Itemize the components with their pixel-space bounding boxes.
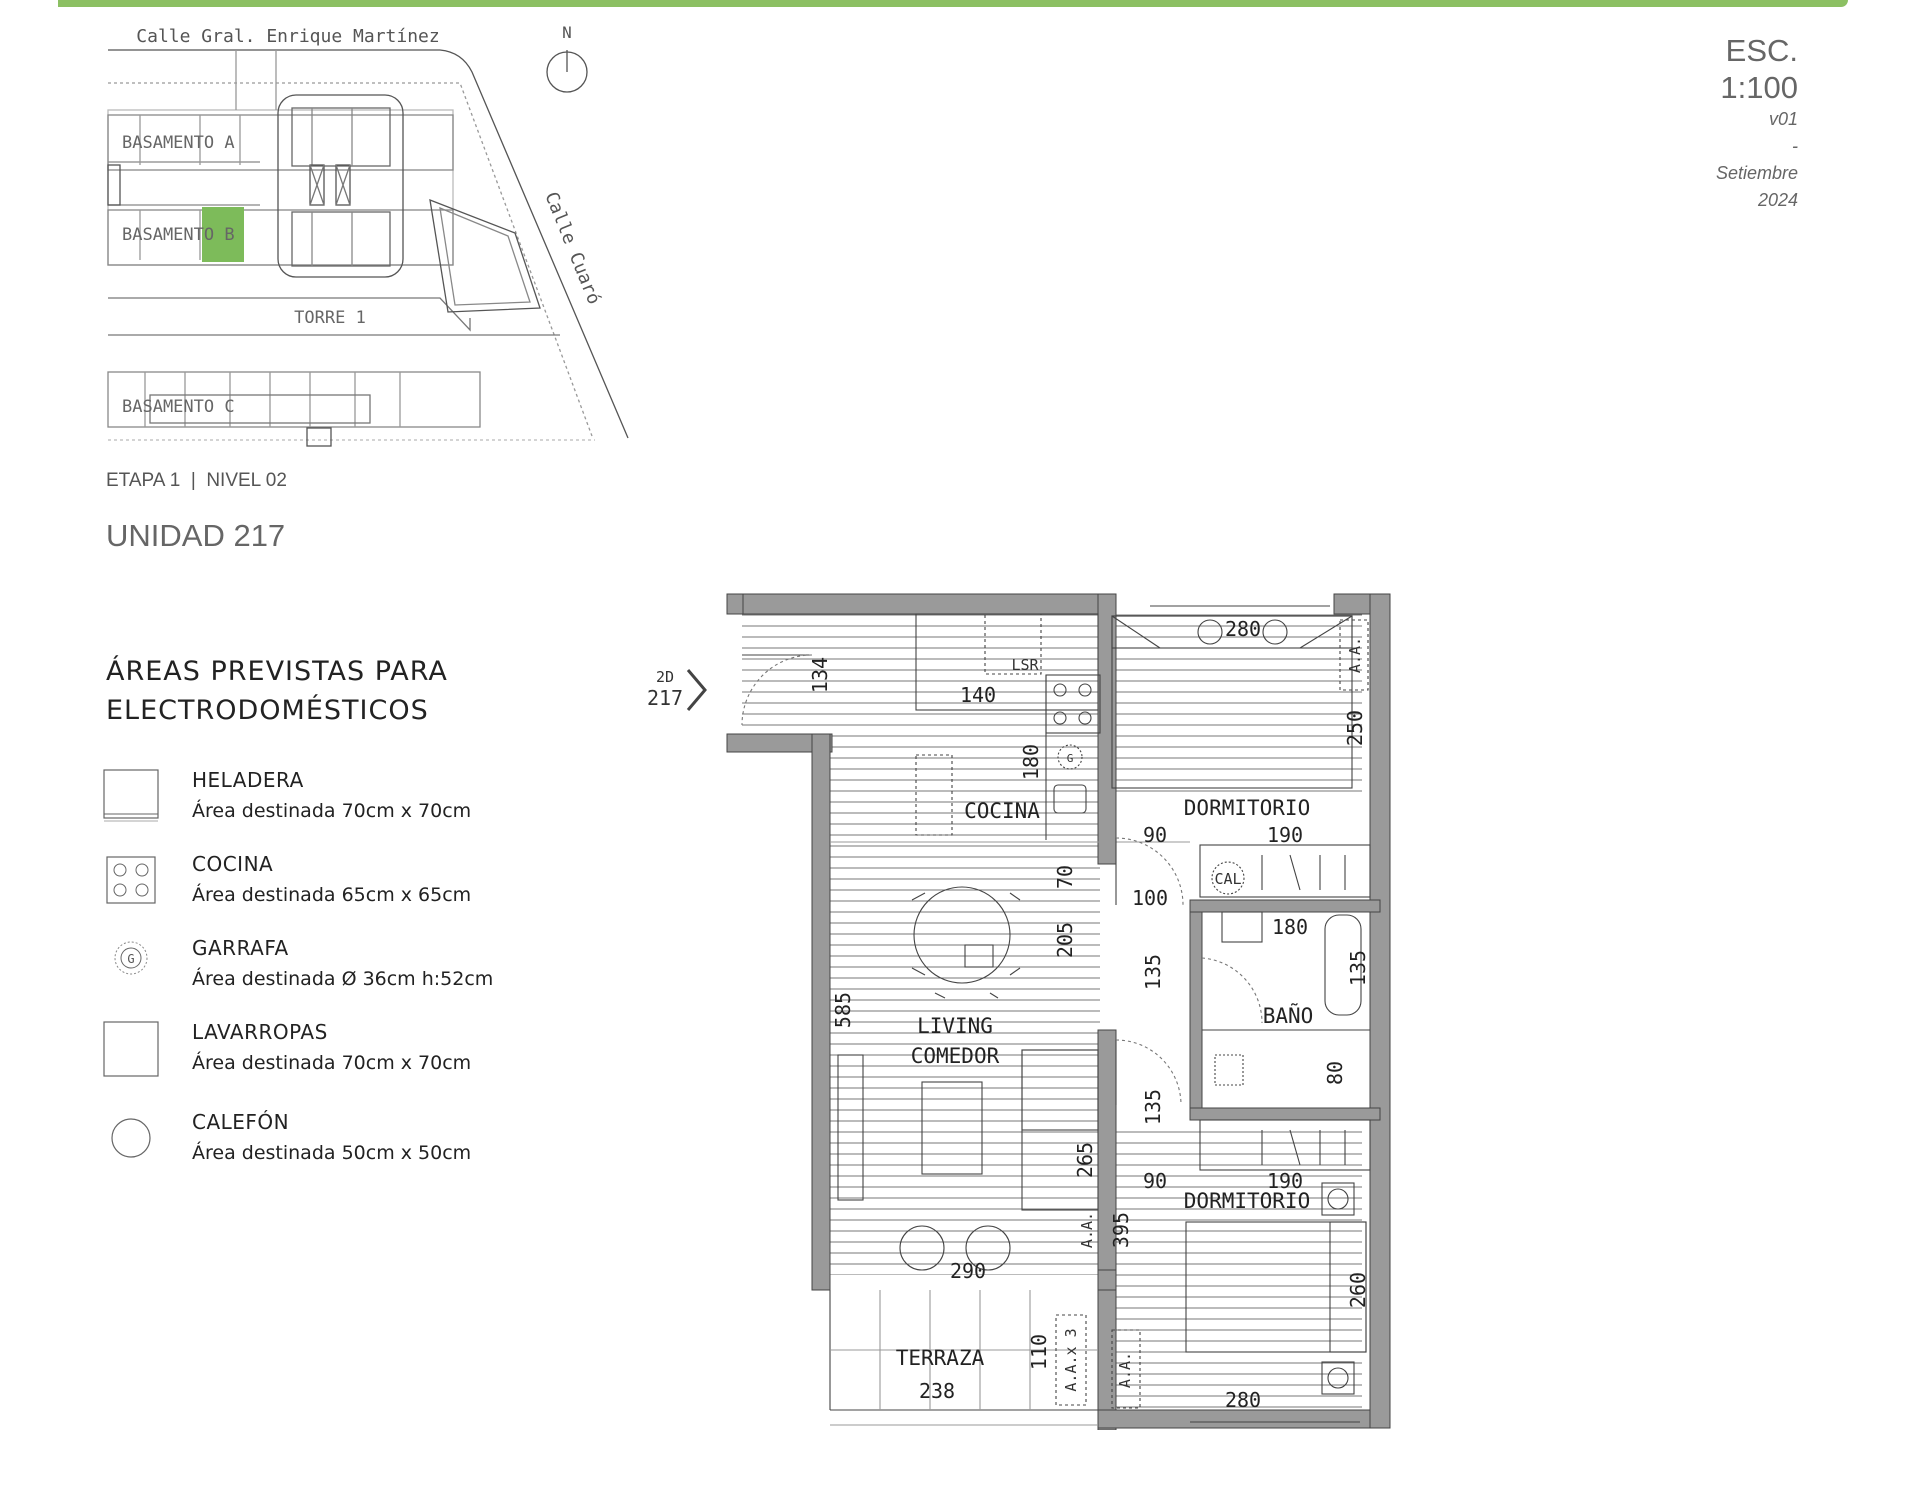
legend-item-washer: LAVARROPAS Área destinada 70cm x 70cm xyxy=(102,1020,562,1090)
fridge-icon xyxy=(103,769,159,822)
scale-value: 1:100 xyxy=(1720,70,1798,105)
dim-250: 250 xyxy=(1343,710,1367,746)
legend-desc: Área destinada 50cm x 50cm xyxy=(192,1142,472,1164)
legend-name: COCINA xyxy=(192,852,274,876)
north-label: N xyxy=(562,23,572,42)
legend-name: LAVARROPAS xyxy=(192,1020,328,1044)
aa-living: A.A. xyxy=(1078,1212,1096,1248)
dim-190-a: 190 xyxy=(1267,823,1303,847)
washer-icon xyxy=(103,1021,159,1077)
legend-item-stove: COCINA Área destinada 65cm x 65cm xyxy=(102,852,562,922)
legend-title-line-1: ÁREAS PREVISTAS PARA xyxy=(106,656,448,687)
unit-title: UNIDAD 217 xyxy=(106,518,286,553)
legend-desc: Área destinada Ø 36cm h:52cm xyxy=(192,968,494,990)
stove-icon xyxy=(106,856,156,904)
room-living: LIVING xyxy=(917,1014,993,1038)
aa-bedroom-2: A.A. xyxy=(1116,1352,1134,1388)
aa-bedroom-1: A.A. xyxy=(1346,637,1364,673)
dim-395: 395 xyxy=(1109,1212,1133,1248)
dim-80: 80 xyxy=(1323,1061,1347,1085)
legend-desc: Área destinada 70cm x 70cm xyxy=(192,800,472,822)
dim-90-b: 90 xyxy=(1143,1169,1167,1193)
street-2-label: Calle Cuaró xyxy=(540,189,604,307)
dim-110: 110 xyxy=(1027,1334,1051,1370)
room-bath: BAÑO xyxy=(1263,1002,1314,1028)
floor-plan: 2D 217 COCINA LIVING COMEDOR DORMITORIO … xyxy=(647,593,1391,1430)
legend-desc: Área destinada 70cm x 70cm xyxy=(192,1052,472,1074)
legend-name: HELADERA xyxy=(192,768,304,792)
room-bedroom-1: DORMITORIO xyxy=(1184,796,1310,820)
gas-label: G xyxy=(1067,752,1074,765)
dim-205: 205 xyxy=(1053,922,1077,958)
legend-item-fridge: HELADERA Área destinada 70cm x 70cm xyxy=(102,768,562,838)
dim-90-a: 90 xyxy=(1143,823,1167,847)
dim-100: 100 xyxy=(1132,886,1168,910)
version: v01 xyxy=(1768,109,1798,129)
separator: - xyxy=(1792,136,1798,156)
room-bedroom-2: DORMITORIO xyxy=(1184,1189,1310,1213)
dim-280-top: 280 xyxy=(1225,617,1261,641)
dim-180-bath: 180 xyxy=(1272,915,1308,939)
month: Setiembre xyxy=(1715,163,1798,183)
year: 2024 xyxy=(1757,190,1798,210)
entry-label-bottom: 217 xyxy=(647,686,683,710)
dim-134: 134 xyxy=(808,657,832,693)
legend-item-water-heater: CALEFÓN Área destinada 50cm x 50cm xyxy=(102,1110,562,1180)
dim-180-kitchen: 180 xyxy=(1019,744,1043,780)
dim-265: 265 xyxy=(1073,1142,1097,1178)
fixtures xyxy=(686,605,1371,1426)
dim-260: 260 xyxy=(1346,1272,1370,1308)
block-c-label: BASAMENTO C xyxy=(122,397,235,417)
aa-terrace: A.A.x 3 xyxy=(1062,1328,1080,1391)
scale-label: ESC. xyxy=(1725,33,1798,68)
dim-190-b: 190 xyxy=(1267,1169,1303,1193)
unit-highlight xyxy=(202,207,244,262)
dim-585: 585 xyxy=(831,992,855,1028)
legend-item-gas-cylinder: G GARRAFA Área destinada Ø 36cm h:52cm xyxy=(102,936,562,1006)
lsr-label: LSR xyxy=(1011,656,1039,674)
dim-70: 70 xyxy=(1053,865,1077,889)
site-plan: Calle Gral. Enrique Martínez N Calle Cua… xyxy=(107,23,629,447)
entry-label-top: 2D xyxy=(656,668,674,686)
gas-cylinder-icon: G xyxy=(114,941,148,975)
tower-label: TORRE 1 xyxy=(294,308,366,328)
svg-text:G: G xyxy=(127,952,134,966)
cal-label: CAL xyxy=(1214,870,1241,888)
street-1-label: Calle Gral. Enrique Martínez xyxy=(136,26,439,47)
legend-name: CALEFÓN xyxy=(192,1110,290,1134)
room-dining: COMEDOR xyxy=(911,1044,1000,1068)
legend-title-line-2: ELECTRODOMÉSTICOS xyxy=(106,695,429,726)
block-a-label: BASAMENTO A xyxy=(122,133,235,153)
dim-140: 140 xyxy=(960,683,996,707)
legend-name: GARRAFA xyxy=(192,936,289,960)
dim-135-c: 135 xyxy=(1346,950,1370,986)
legend-desc: Área destinada 65cm x 65cm xyxy=(192,884,472,906)
dim-135-b: 135 xyxy=(1141,1089,1165,1125)
stage-level: ETAPA 1 | NIVEL 02 xyxy=(106,470,287,491)
water-heater-icon xyxy=(111,1118,151,1158)
legend-title: ÁREAS PREVISTAS PARA ELECTRODOMÉSTICOS xyxy=(106,652,526,730)
block-b-label: BASAMENTO B xyxy=(122,225,235,245)
scale-block: ESC. 1:100 v01 - Setiembre 2024 xyxy=(1716,32,1798,214)
room-kitchen: COCINA xyxy=(964,799,1040,823)
dim-280-bottom: 280 xyxy=(1225,1388,1261,1412)
dim-238: 238 xyxy=(919,1379,955,1403)
walls xyxy=(726,593,1391,1430)
dim-135-a: 135 xyxy=(1141,954,1165,990)
dim-290: 290 xyxy=(950,1259,986,1283)
room-terrace: TERRAZA xyxy=(896,1346,985,1370)
top-accent-bar xyxy=(58,0,1848,7)
